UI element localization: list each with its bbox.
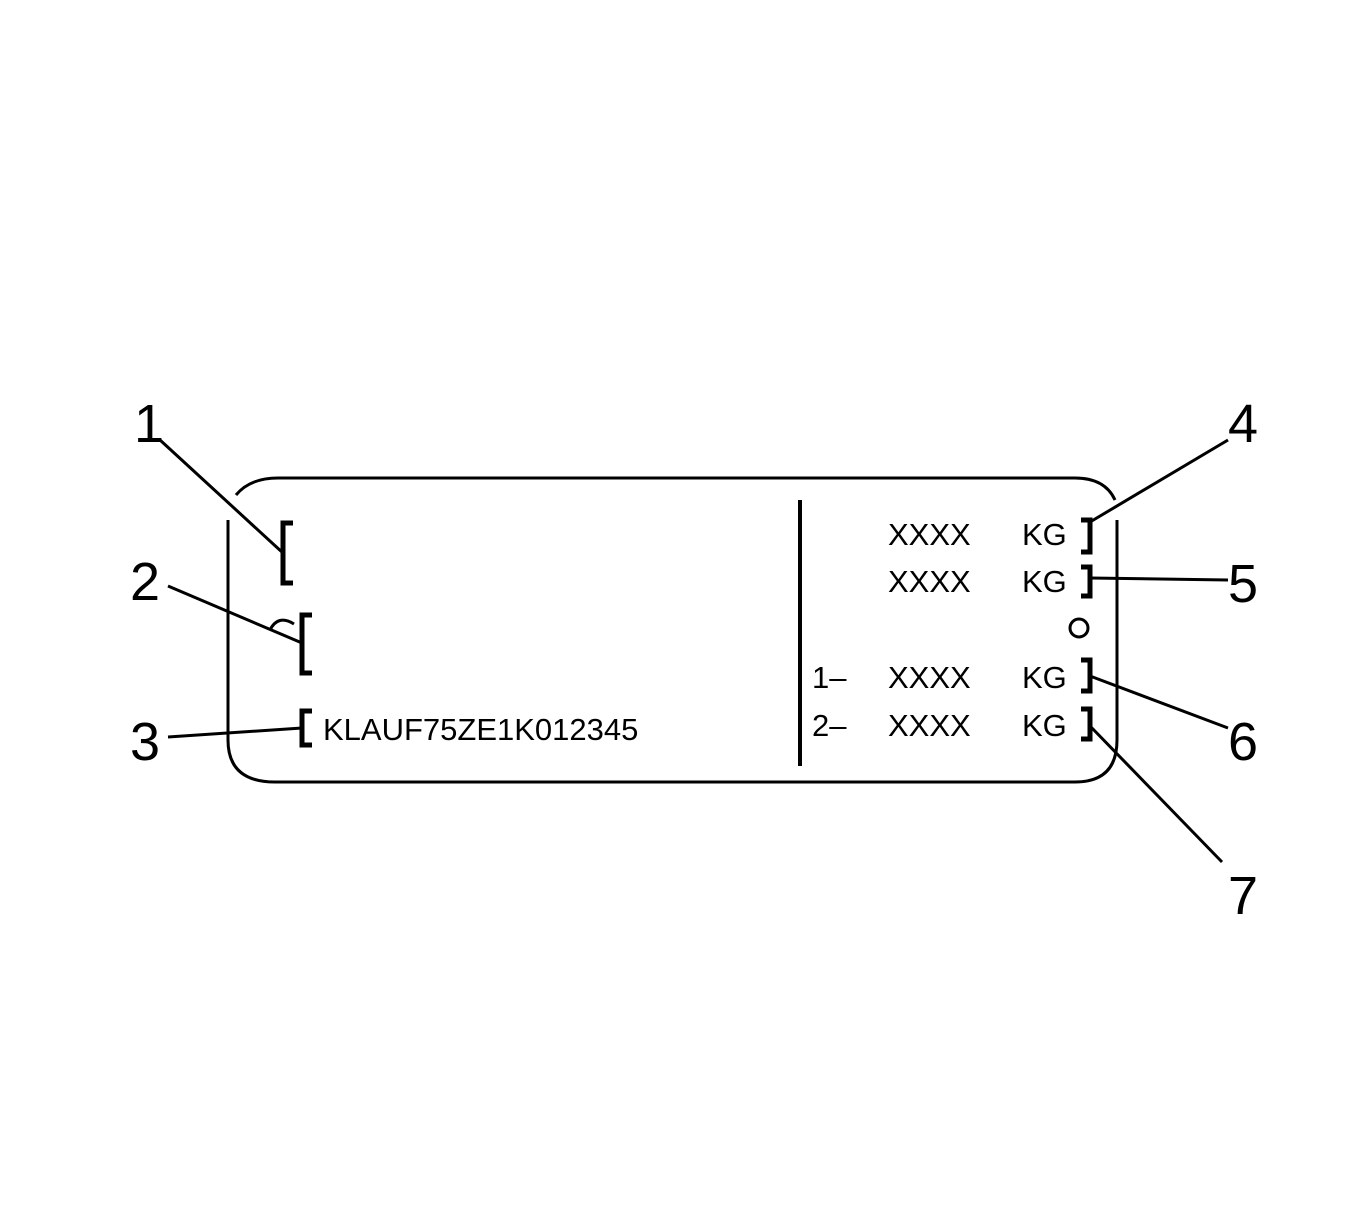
leader-line-2 [167, 584, 303, 645]
leader-line-4 [1089, 438, 1229, 524]
bracket-2-notch [268, 618, 295, 631]
weight-row-3-prefix: 1– [812, 660, 847, 695]
bracket-2 [299, 612, 312, 676]
weight-row-3-unit: KG [1022, 660, 1067, 695]
callout-5: 5 [1228, 554, 1258, 614]
plate-outline [226, 520, 1119, 784]
bracket-4 [1081, 517, 1093, 555]
leader-line-5 [1089, 576, 1229, 582]
callout-4: 4 [1228, 394, 1258, 454]
callout-1: 1 [134, 394, 164, 454]
leader-line-7 [1088, 724, 1224, 864]
vin-number: KLAUF75ZE1K012345 [323, 712, 638, 747]
leader-line-1 [158, 438, 285, 555]
weight-row-4-prefix: 2– [812, 708, 847, 743]
weight-row-4-value: XXXX [888, 708, 971, 743]
callout-7: 7 [1228, 866, 1258, 926]
callout-2: 2 [130, 552, 160, 612]
bracket-5 [1081, 564, 1093, 599]
weight-row-1-unit: KG [1022, 517, 1067, 552]
bracket-1 [280, 520, 293, 586]
plate-outline-top [234, 476, 1117, 501]
callout-3: 3 [130, 712, 160, 772]
circle-symbol [1068, 617, 1090, 639]
weight-row-4-unit: KG [1022, 708, 1067, 743]
leader-line-6 [1089, 674, 1229, 730]
weight-row-1-value: XXXX [888, 517, 971, 552]
leader-line-3 [167, 726, 303, 739]
weight-row-3-value: XXXX [888, 660, 971, 695]
weight-row-2-unit: KG [1022, 564, 1067, 599]
bracket-7 [1081, 706, 1093, 742]
bracket-3 [299, 708, 312, 748]
bracket-6 [1081, 657, 1093, 694]
callout-6: 6 [1228, 712, 1258, 772]
weight-row-2-value: XXXX [888, 564, 971, 599]
